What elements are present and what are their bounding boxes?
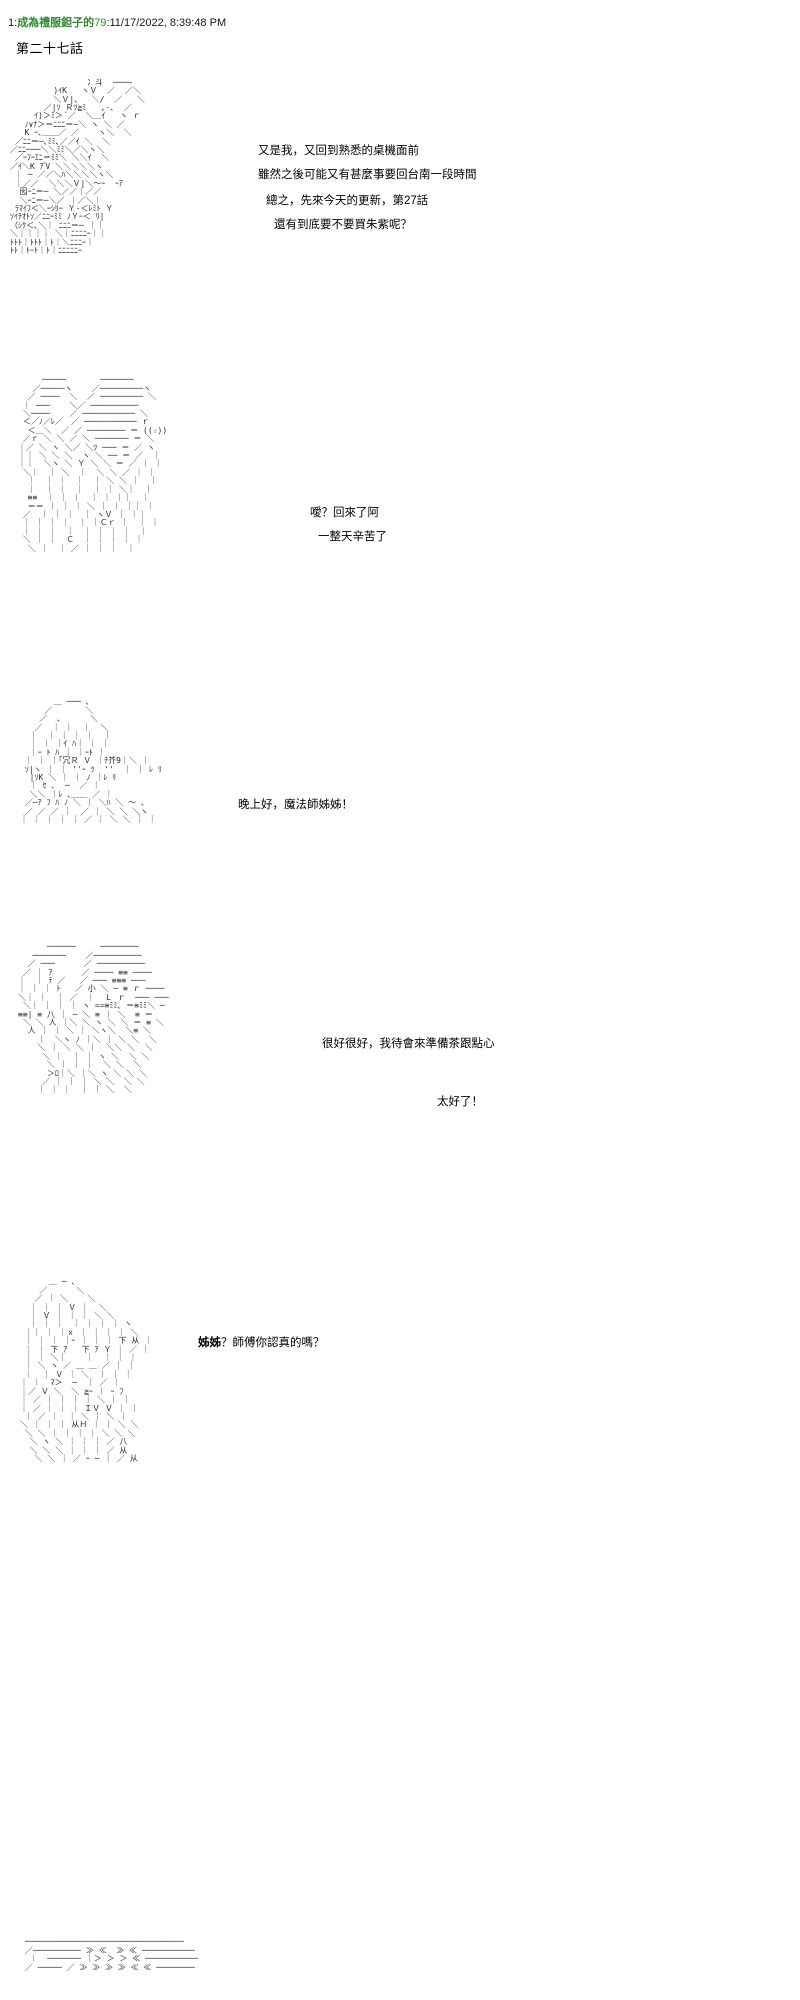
panel-2-dialogue-line-1: 噯？回來了阿 <box>310 507 379 519</box>
panel-2-ascii-art: ───── ─────── ／─────ヽ ／─────────ヽ ／ ────… <box>18 375 168 553</box>
chapter-title: 第二十七話 <box>16 41 84 56</box>
post-colon-2: : <box>106 17 110 29</box>
panel-3-ascii-art: ＿ ─── ､ ／ ＼ ／ ､ ＼ ／ ｜ ｜ ｜ ＼ ｜ ｜ ｜ ｜ ｜ ｜ … <box>20 697 162 825</box>
panel-1-dialogue-line-4: 還有到底要不要買朱紫呢？ <box>274 219 412 231</box>
panel-5-ascii-art: ＿ ─ ､ ／ ＼ ／ ｜ ＼ ＼ ｜ ｜ ｜ Ｖ ｜ ＼ ｜ Ｖ ｜ ｜ ｜ … <box>20 1277 153 1463</box>
post-header: 1:成為禮服鉭子的79:11/17/2022, 8:39:48 PM <box>8 16 226 30</box>
panel-1-ascii-art: 冫斗 ──── )ｲK ヽＶ ／ ／＼ ＼Ｖ|、 ＼/ ／ ＼ ／|ｿ Ｒﾂ≧ﾐ… <box>10 77 145 255</box>
panel-5-dialogue-line-1: 姊姊？師傅你認真的嗎？ <box>198 1336 325 1351</box>
panel-1-dialogue-line-1: 又是我，又回到熟悉的桌機面前 <box>258 145 419 157</box>
post-timestamp: 11/17/2022, 8:39:48 PM <box>109 17 227 29</box>
panel-4-dialogue-line-1: 很好很好，我待會來準備茶跟點心 <box>322 1038 495 1050</box>
post-number: 1 <box>8 17 15 29</box>
post-author-name[interactable]: 成為禮服鉭子的 <box>17 17 95 29</box>
panel-1-dialogue-line-2: 雖然之後可能又有甚麼事要回台南一段時間 <box>258 169 477 181</box>
panel-1-dialogue-line-3: 總之，先來今天的更新，第27話 <box>266 195 429 207</box>
panel-5-dialogue-rest: ？師傅你認真的嗎？ <box>221 1337 325 1349</box>
panel-5-bold-prefix: 姊姊 <box>198 1337 221 1349</box>
panel-4-dialogue-line-2: 太好了！ <box>437 1096 483 1108</box>
panel-4-ascii-art: ────── ──────── ─────── ／────────── ／ ──… <box>18 942 169 1095</box>
panel-2-dialogue-line-2: 一整天辛苦了 <box>318 531 387 543</box>
post-author-id: 79 <box>94 17 107 29</box>
post-colon-1: : <box>14 17 18 29</box>
bottom-ornament-ascii: ───────────────────────────────── ／─────… <box>24 1937 199 1972</box>
panel-3-dialogue-line-1: 晚上好，魔法師姊姊！ <box>238 799 353 811</box>
